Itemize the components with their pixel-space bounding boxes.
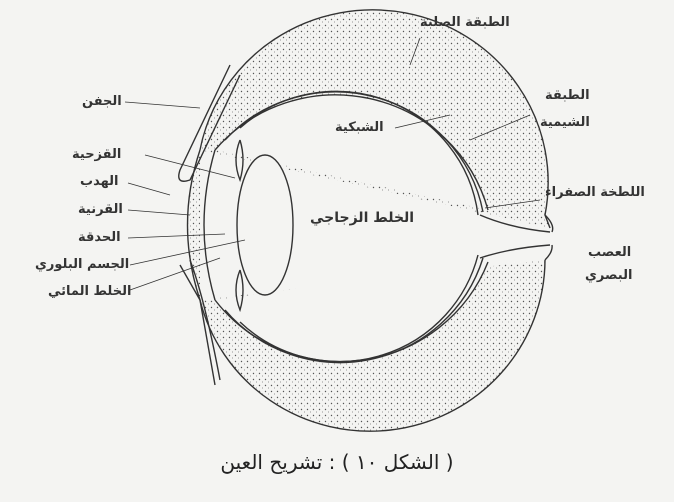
eyelid-lower [179,259,221,386]
eyelid-upper [178,64,241,182]
label-vitreous: الخلط الزجاجي [310,210,415,226]
optic-nerve [479,214,554,261]
figure-caption: ( الشكل ١٠ ) : تشريح العين [220,450,454,474]
label-choroid-line2: الشيمية [540,115,590,130]
label-eyelid: الجفن [82,94,122,109]
label-pupil: الحدقة [78,230,121,245]
label-lens: الجسم البلوري [35,257,130,272]
lens [236,154,294,296]
label-choroid-line1: الطبقة [545,88,590,103]
iris [235,139,244,313]
label-eyelash: الهدب [80,174,119,189]
label-aqueous: الخلط المائي [48,284,132,299]
label-optic-nerve-line2: البصري [585,268,633,283]
retina [239,90,479,363]
label-cornea: القرنية [78,202,123,217]
label-retina: الشبكية [335,120,384,135]
label-sclera: الطبقة الصلبة [420,15,510,30]
label-optic-nerve-line1: العصب [588,245,632,260]
label-macula: اللطخة الصفراء [545,185,645,200]
label-iris: القزحية [72,147,122,162]
